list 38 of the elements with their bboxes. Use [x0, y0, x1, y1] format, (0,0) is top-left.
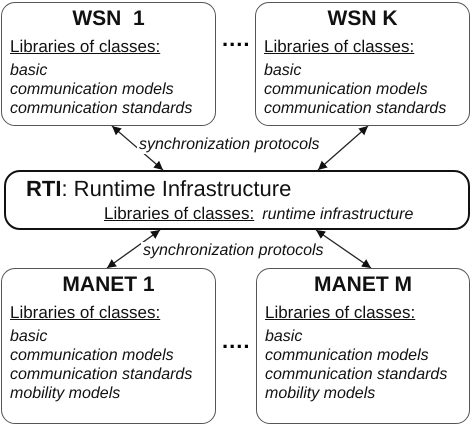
library-heading: Libraries of classes:: [265, 303, 416, 323]
library-heading: Libraries of classes:: [10, 303, 162, 323]
library-item: communication standards: [264, 99, 448, 118]
box-title: WSN 1: [71, 7, 146, 31]
protocol-label: synchronization protocols: [137, 136, 322, 154]
double-arrow: [112, 126, 164, 170]
library-heading: Libraries of classes:: [264, 37, 416, 57]
rounded-box: [256, 268, 470, 424]
library-item: runtime infrastructure: [262, 205, 414, 224]
rounded-box: [255, 2, 470, 126]
library-item: basic: [10, 327, 48, 346]
box-title: MANET 1: [61, 273, 156, 297]
library-item: communication standards: [265, 365, 448, 384]
box-title: RTI: Runtime Infrastructure: [26, 176, 292, 202]
library-heading: Libraries of classes:: [10, 37, 162, 57]
library-item: communication models: [264, 80, 429, 99]
double-arrow: [316, 229, 372, 269]
library-item: communication models: [10, 346, 175, 365]
rounded-box: [1, 2, 216, 126]
protocol-label: synchronization protocols: [141, 242, 326, 260]
rounded-box: [4, 170, 470, 230]
ellipsis: ....: [222, 26, 250, 52]
library-item: mobility models: [10, 384, 122, 403]
double-arrow: [318, 126, 368, 170]
ellipsis: ....: [222, 328, 250, 354]
box-title: MANET M: [313, 273, 413, 297]
library-item: basic: [265, 327, 304, 346]
library-item: basic: [264, 61, 302, 80]
library-heading: Libraries of classes:: [104, 204, 254, 224]
library-item: communication models: [10, 80, 175, 99]
rounded-box: [1, 268, 216, 424]
library-item: mobility models: [265, 384, 376, 403]
double-arrow: [106, 229, 160, 269]
box-title: WSN K: [326, 7, 398, 31]
library-item: communication standards: [10, 99, 194, 118]
library-item: basic: [10, 61, 48, 80]
library-item: communication models: [265, 346, 430, 365]
library-item: communication standards: [10, 365, 194, 384]
